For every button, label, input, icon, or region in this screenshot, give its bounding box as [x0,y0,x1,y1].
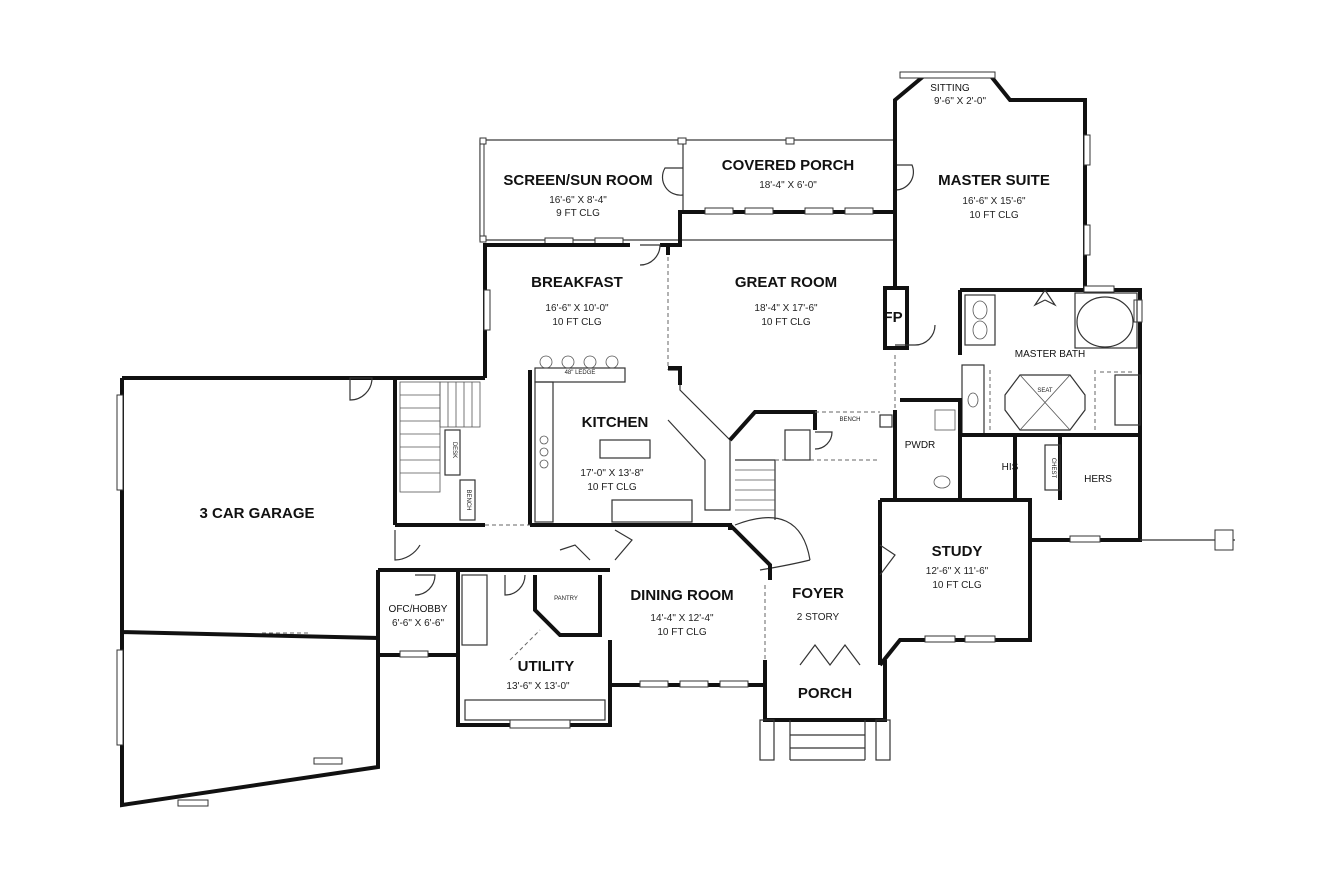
great-room-walls [728,212,909,442]
garage-walls [116,376,397,808]
foyer-size: 2 STORY [797,612,840,623]
master-bath [958,285,1235,551]
hers-label: HERS [1084,474,1112,485]
fireplace-label: FP [883,309,902,326]
stair-foyer [728,429,896,666]
pantry-label: PANTRY [554,596,578,602]
kitchen-label: KITCHEN [582,414,649,431]
seat-label: SEAT [1037,388,1053,394]
master-suite-size: 16'-6" X 15'-6" [962,196,1026,207]
kitchen-fixtures [534,355,731,523]
kitchen-ceiling: 10 FT CLG [587,482,636,493]
mudroom-area [394,376,485,561]
great-room-ceiling: 10 FT CLG [761,317,810,328]
office-hobby-label: OFC/HOBBY [389,604,448,615]
porch [759,660,891,761]
covered-porch-label: COVERED PORCH [722,157,855,174]
sitting-size: 9'-6" X 2'-0" [934,96,987,107]
dining-room-size: 14'-4" X 12'-4" [650,613,714,624]
dining-room-ceiling: 10 FT CLG [657,627,706,638]
master-suite-ceiling: 10 FT CLG [969,210,1018,221]
utility-label: UTILITY [518,658,575,675]
breakfast-label: BREAKFAST [531,274,623,291]
utility-walls [378,544,612,729]
great-room-size: 18'-4" X 17'-6" [754,303,818,314]
chest-label: CHEST [1050,458,1056,479]
powder-label: PWDR [905,440,936,451]
breakfast-size: 16'-6" X 10'-0" [545,303,609,314]
foyer-label: FOYER [792,585,844,602]
screen-sun-room-size: 16'-6" X 8'-4" [549,195,607,206]
master-suite-label: MASTER SUITE [938,172,1050,189]
bench2-label: BENCH [839,417,860,423]
master-suite-walls [893,71,1091,346]
covered-porch-size: 18'-4" X 6'-0" [759,180,817,191]
study-label: STUDY [932,543,983,560]
study-ceiling: 10 FT CLG [932,580,981,591]
utility-size: 13'-6" X 13'-0" [506,681,570,692]
garage-label: 3 CAR GARAGE [199,505,314,522]
dining-room-label: DINING ROOM [630,587,733,604]
great-room-label: GREAT ROOM [735,274,837,291]
study-walls [878,498,1032,667]
main-walls [483,207,895,527]
porch-label: PORCH [798,685,852,702]
dining-walls [608,523,765,688]
bench-label: BENCH [465,489,471,510]
screen-sun-room-label: SCREEN/SUN ROOM [503,172,652,189]
his-label: HIS [1002,462,1019,473]
screen-sun-room-ceiling: 9 FT CLG [556,208,600,219]
sitting-label: SITTING [930,83,970,94]
bar-label: 48" LEDGE [565,370,596,376]
kitchen-size: 17'-0" X 13'-8" [580,468,644,479]
breakfast-ceiling: 10 FT CLG [552,317,601,328]
screen-room-walls [479,137,915,245]
desk-label: DESK [451,442,457,458]
master-bath-label: MASTER BATH [1015,349,1085,360]
office-hobby-size: 6'-6" X 6'-6" [392,618,445,629]
study-size: 12'-6" X 11'-6" [926,566,989,577]
